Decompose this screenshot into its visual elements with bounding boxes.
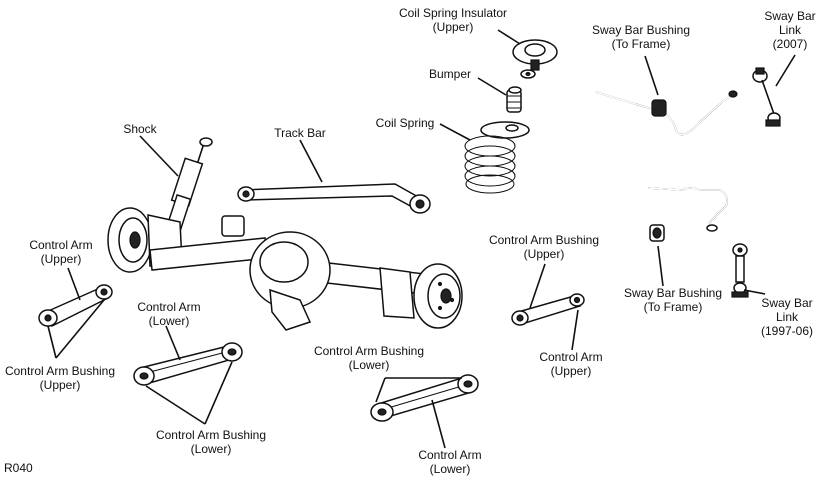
label-line: Control Arm — [418, 448, 482, 462]
label-line: Sway Bar Bushing — [623, 286, 723, 300]
label-sway-bar-link-1997: Sway Bar Link (1997-06) — [761, 296, 813, 338]
label-coil-spring-insulator: Coil Spring Insulator (Upper) — [399, 6, 507, 34]
label-line: (To Frame) — [643, 300, 703, 314]
label-line: Sway Bar Bushing — [591, 23, 691, 37]
coil-spring-part — [464, 121, 530, 194]
label-line: (Lower) — [190, 442, 232, 456]
label-line: Coil Spring Insulator — [398, 6, 508, 20]
label-line: Link — [778, 23, 802, 37]
bumper-part — [506, 86, 522, 113]
figure-code: R040 — [4, 461, 33, 475]
label-line: (Lower) — [429, 462, 471, 476]
label-line: Control Arm — [137, 300, 201, 314]
label-control-arm-upper-right: Control Arm (Upper) — [539, 350, 602, 378]
label-line: Sway Bar — [764, 9, 816, 23]
label-track-bar: Track Bar — [274, 126, 326, 140]
label-line: Bumper — [428, 67, 472, 81]
label-control-arm-lower-left: Control Arm (Lower) — [137, 300, 200, 328]
label-control-arm-lower-right: Control Arm (Lower) — [418, 448, 481, 476]
label-line: (Lower) — [348, 358, 390, 372]
label-line: Control Arm Bushing — [488, 233, 600, 247]
label-sway-bar-link-2007: Sway Bar Link (2007) — [764, 9, 815, 51]
control-arm-upper-left-part — [38, 284, 113, 328]
leader-lines — [47, 29, 796, 449]
coil-spring-insulator-part — [512, 39, 558, 71]
label-control-arm-bushing-upper-left: Control Arm Bushing (Upper) — [5, 364, 115, 392]
label-sway-bar-bushing-bottom: Sway Bar Bushing (To Frame) — [624, 286, 722, 314]
label-bumper: Bumper — [429, 67, 471, 81]
label-control-arm-upper-left: Control Arm (Upper) — [29, 238, 92, 266]
label-line: (Upper) — [39, 378, 81, 392]
label-shock: Shock — [123, 122, 156, 136]
label-line: (1997-06) — [760, 324, 814, 338]
sway-bar-2007-part — [595, 90, 738, 136]
label-line: Control Arm Bushing — [313, 344, 425, 358]
label-line: (Upper) — [523, 247, 565, 261]
label-line: Control Arm Bushing — [4, 364, 116, 378]
label-line: Shock — [123, 122, 157, 136]
washer-part — [520, 69, 536, 79]
label-line: Control Arm Bushing — [155, 428, 267, 442]
label-sway-bar-bushing-top: Sway Bar Bushing (To Frame) — [592, 23, 690, 51]
sway-bar-link-1997-part — [731, 243, 749, 298]
sway-bar-link-2007-part — [752, 67, 781, 127]
label-line: Control Arm — [29, 238, 93, 252]
label-control-arm-bushing-lower-center: Control Arm Bushing (Lower) — [314, 344, 424, 372]
label-line: (Upper) — [550, 364, 592, 378]
label-control-arm-bushing-lower-left: Control Arm Bushing (Lower) — [156, 428, 266, 456]
label-line: (Upper) — [40, 252, 82, 266]
label-control-arm-bushing-upper-right: Control Arm Bushing (Upper) — [489, 233, 599, 261]
label-line: Track Bar — [274, 126, 326, 140]
control-arm-lower-left-part — [133, 342, 243, 386]
label-coil-spring: Coil Spring — [376, 116, 435, 130]
axle-assembly-part — [107, 207, 463, 331]
label-line: Link — [775, 310, 798, 324]
control-arm-lower-center-part — [370, 374, 479, 422]
label-line: (To Frame) — [611, 37, 671, 51]
label-line: (Lower) — [148, 314, 190, 328]
control-arm-upper-right-part — [511, 293, 585, 326]
label-line: Control Arm — [539, 350, 603, 364]
label-line: Coil Spring — [375, 116, 435, 130]
label-line: (2007) — [772, 37, 808, 51]
track-bar-part — [237, 183, 431, 214]
label-line: Sway Bar — [761, 296, 813, 310]
sway-bar-1997-part — [647, 187, 728, 242]
label-line: (Upper) — [432, 20, 474, 34]
